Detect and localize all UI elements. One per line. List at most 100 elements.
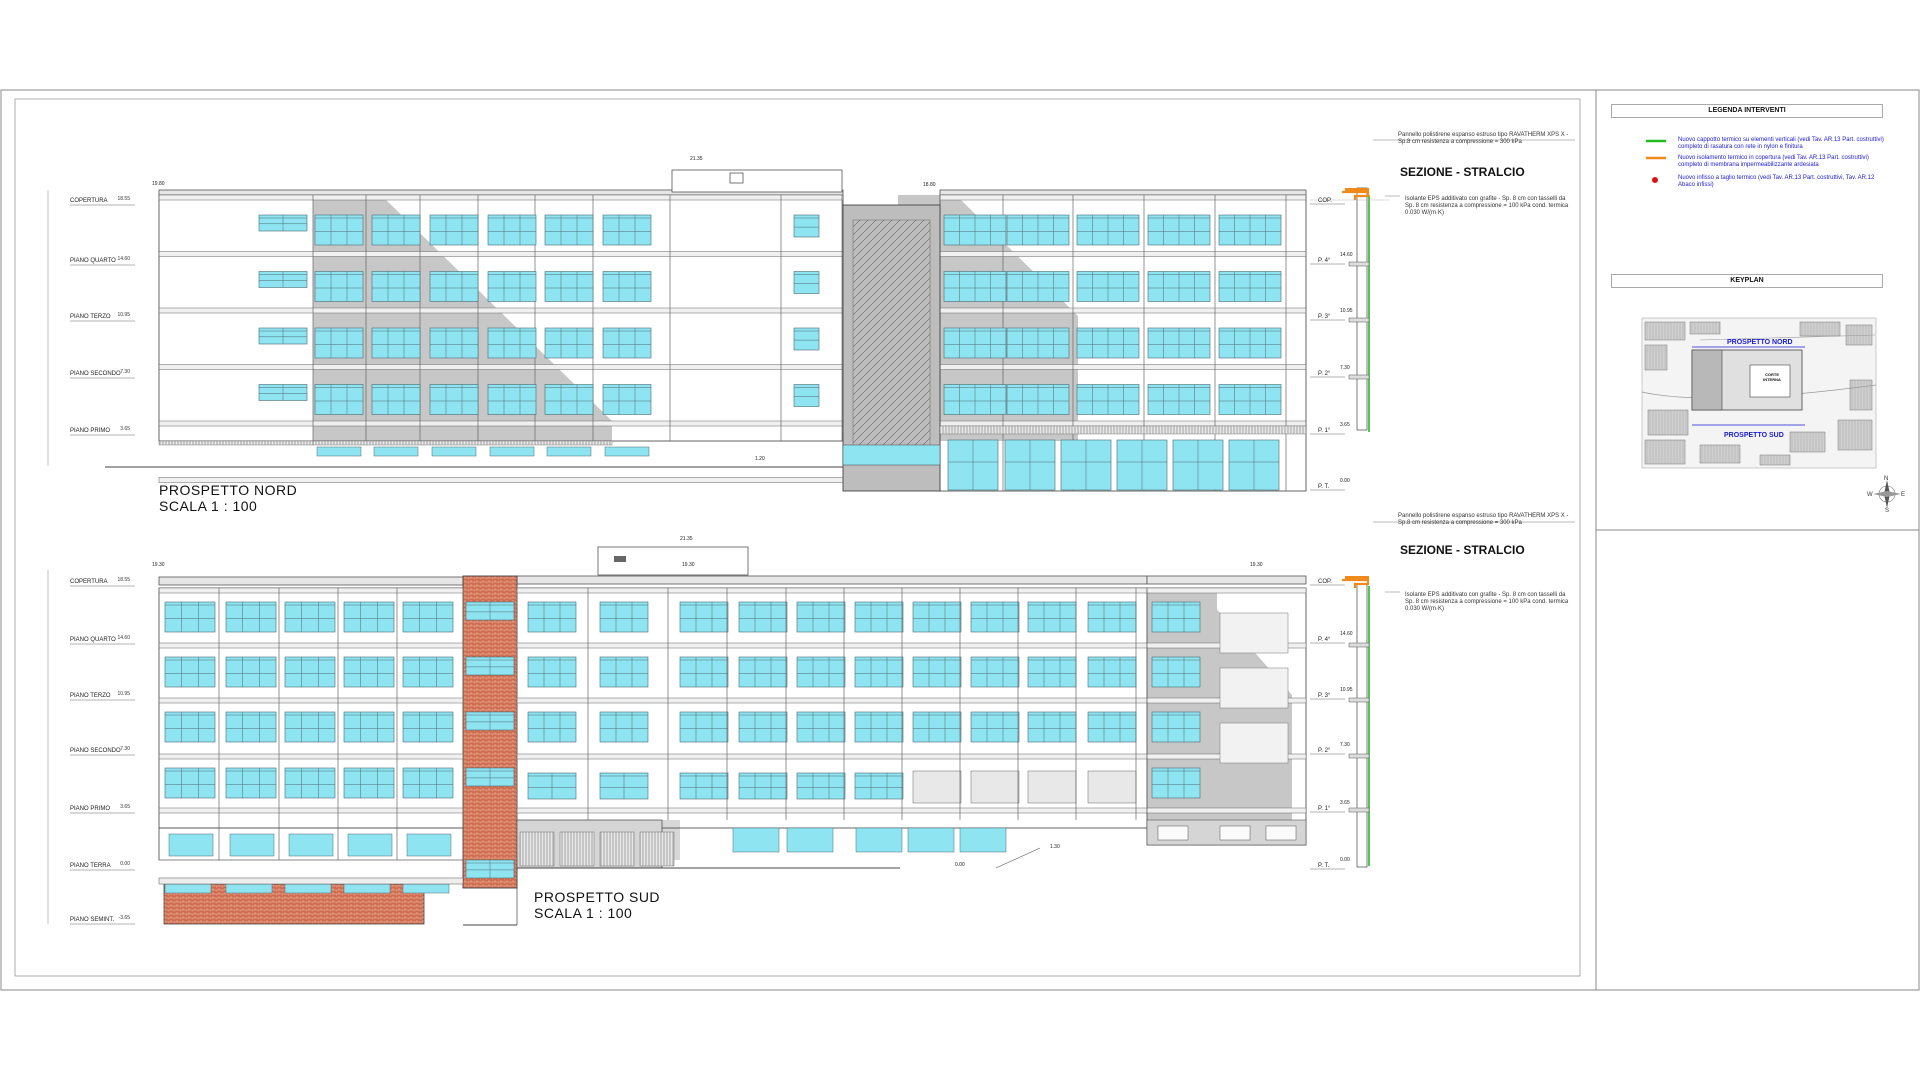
south-window-m-0-0 [527, 601, 577, 633]
south-level-dim-0: 18.55 [117, 577, 130, 583]
south-window-w-3-1 [225, 767, 277, 799]
south-level-dim-3: 7.30 [120, 746, 130, 752]
keyplan-south-label: PROSPETTO SUD [1724, 432, 1784, 439]
south-slab-mid-2 [516, 697, 1148, 704]
north-section-dim-1: 14.60 [1340, 252, 1353, 258]
north-slab-east-4 [939, 420, 1307, 427]
north-section-tag-5: P. T. [1318, 484, 1329, 490]
south-ground-mid-window-2 [855, 827, 903, 853]
south-window-w-3-2 [284, 767, 336, 799]
north-slab-west-4 [158, 420, 844, 427]
north-level-label-1: PIANO QUARTO [70, 258, 116, 264]
south-section-dim-2: 10.95 [1340, 687, 1353, 693]
south-ground-window-4 [406, 833, 452, 857]
north-section-tag-1: P. 4° [1318, 258, 1331, 264]
south-window-m-2-1 [599, 711, 649, 743]
south-semint-window-4 [402, 883, 450, 894]
south-ground-west [158, 827, 464, 861]
north-section-dim-4: 3.65 [1340, 422, 1350, 428]
section-note-top-south: Pannello polistirene espanso estruso tip… [1398, 513, 1569, 526]
south-level-label-5: PIANO TERRA [70, 863, 111, 869]
south-window-m-2-3 [738, 711, 788, 743]
south-elevation-scale: SCALA 1 : 100 [534, 905, 633, 921]
north-window-1-5 [602, 271, 652, 302]
north-ground-window-4 [546, 446, 592, 457]
south-elevation-title: PROSPETTO SUD [534, 889, 661, 905]
south-window-m-0-8 [1027, 601, 1077, 633]
north-slab-east-2 [939, 307, 1307, 314]
south-slab-mid-0 [516, 587, 1148, 594]
south-east-panel-1 [1219, 667, 1289, 709]
south-blind-panel-3 [1087, 770, 1137, 804]
north-top-dim-0: 19.80 [152, 181, 165, 187]
north-window-2-2 [429, 327, 479, 359]
south-slab-mid-4 [516, 807, 1148, 814]
south-window-m-2-0 [527, 711, 577, 743]
section-title-south: SEZIONE - STRALCIO [1400, 543, 1525, 557]
north-window-3-5 [602, 384, 652, 415]
compass-s: S [1885, 508, 1890, 514]
south-window-p1-3 [854, 772, 904, 800]
keyplan-court-label: CORTE INTERNA [1763, 372, 1781, 382]
drawing-frame [14, 98, 1581, 977]
north-ground-window-2 [431, 446, 477, 457]
north-window-2-0 [314, 327, 364, 359]
south-level-dim-5: 0.00 [120, 861, 130, 867]
north-window-3-0 [314, 384, 364, 415]
south-slab-west-0 [158, 587, 464, 594]
south-window-w-0-4 [402, 601, 454, 633]
south-window-m-0-1 [599, 601, 649, 633]
north-slab-west-0 [158, 194, 844, 201]
south-section-tag-2: P. 3° [1318, 693, 1331, 699]
compass-needle-ew [1873, 491, 1901, 497]
north-window-1-2 [429, 271, 479, 302]
legend-swatch-2 [1652, 177, 1658, 183]
south-window-m-2-8 [1027, 711, 1077, 743]
south-parapet-mid [516, 575, 1148, 585]
south-window-m-2-9 [1087, 711, 1137, 743]
north-slab-east-0 [939, 194, 1307, 201]
legend-item-0: Nuovo cappotto termico su elementi verti… [1678, 137, 1884, 150]
south-blind-panel-1 [970, 770, 1020, 804]
north-level-dim-1: 14.60 [117, 256, 130, 262]
north-level-label-2: PIANO TERZO [70, 314, 111, 320]
south-level-label-2: PIANO TERZO [70, 693, 111, 699]
north-stair-glazing [842, 444, 941, 466]
south-roof-vent [614, 556, 626, 562]
north-level-dim-4: 3.65 [120, 426, 130, 432]
north-section-slab-1 [1348, 317, 1370, 323]
north-tall-window-0 [793, 214, 820, 238]
south-window-w-2-3 [343, 711, 395, 743]
south-window-w-3-0 [164, 767, 216, 799]
south-ground-east-vent-1 [1219, 825, 1251, 841]
south-ground-window-1 [229, 833, 275, 857]
north-window-3-1 [371, 384, 421, 415]
south-ground-east-vent-0 [1157, 825, 1189, 841]
south-window-w-1-3 [343, 656, 395, 688]
south-window-w-0-0 [164, 601, 216, 633]
south-east-panel-0 [1219, 612, 1289, 654]
south-window-w-3-3 [343, 767, 395, 799]
south-window-m-1-4 [796, 656, 846, 688]
south-brick-tower [462, 575, 518, 889]
north-window-3-3 [487, 384, 537, 415]
south-window-w-2-2 [284, 711, 336, 743]
north-section-roof-board [1345, 188, 1369, 193]
south-section-tag-4: P. 1° [1318, 806, 1331, 812]
south-top-dim-1: 21.35 [680, 536, 693, 542]
south-window-m-0-7 [970, 601, 1020, 633]
south-semint-window-1 [225, 883, 273, 894]
south-section-tag-0: COP. [1318, 579, 1332, 585]
south-slab-mid-1 [516, 642, 1148, 649]
south-level-dim-1: 14.60 [117, 635, 130, 641]
south-level-dim-4: 3.65 [120, 804, 130, 810]
north-window-0-0 [314, 214, 364, 246]
south-window-m-0-4 [796, 601, 846, 633]
north-section-tag-2: P. 3° [1318, 314, 1331, 320]
north-ground-rail [312, 440, 613, 446]
south-window-m-1-6 [912, 656, 962, 688]
north-elevation-scale: SCALA 1 : 100 [159, 498, 258, 514]
south-window-m-0-9 [1087, 601, 1137, 633]
south-window-m-1-2 [679, 656, 729, 688]
north-section-slab-0 [1348, 261, 1370, 267]
